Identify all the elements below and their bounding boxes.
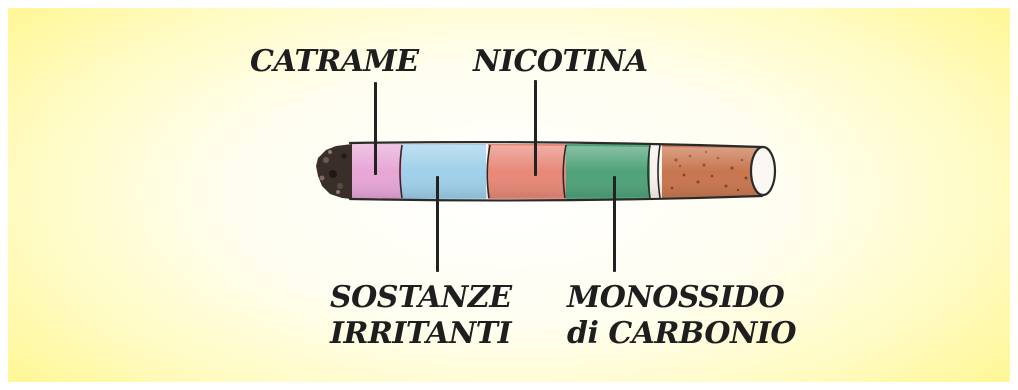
catrame-leader-line [374,82,377,175]
label-sostanze-irritanti: SOSTANZE IRRITANTI [330,280,512,352]
label-sostanze-line2: IRRITANTI [330,316,512,352]
label-catrame-text: CATRAME [250,44,419,80]
ash-tip [316,144,352,199]
label-catrame: CATRAME [250,44,419,80]
monossido-leader-line [613,176,616,272]
sostanze-leader-line [436,176,439,272]
nicotina-leader-line [534,80,537,176]
label-nicotina: NICOTINA [473,44,648,80]
label-monossido-line2: di CARBONIO [567,316,796,352]
label-monossido-line1: MONOSSIDO [567,280,796,316]
label-sostanze-line1: SOSTANZE [330,280,512,316]
label-monossido-di-carbonio: MONOSSIDO di CARBONIO [567,280,796,352]
filter-end [751,147,775,195]
label-nicotina-text: NICOTINA [473,44,648,80]
